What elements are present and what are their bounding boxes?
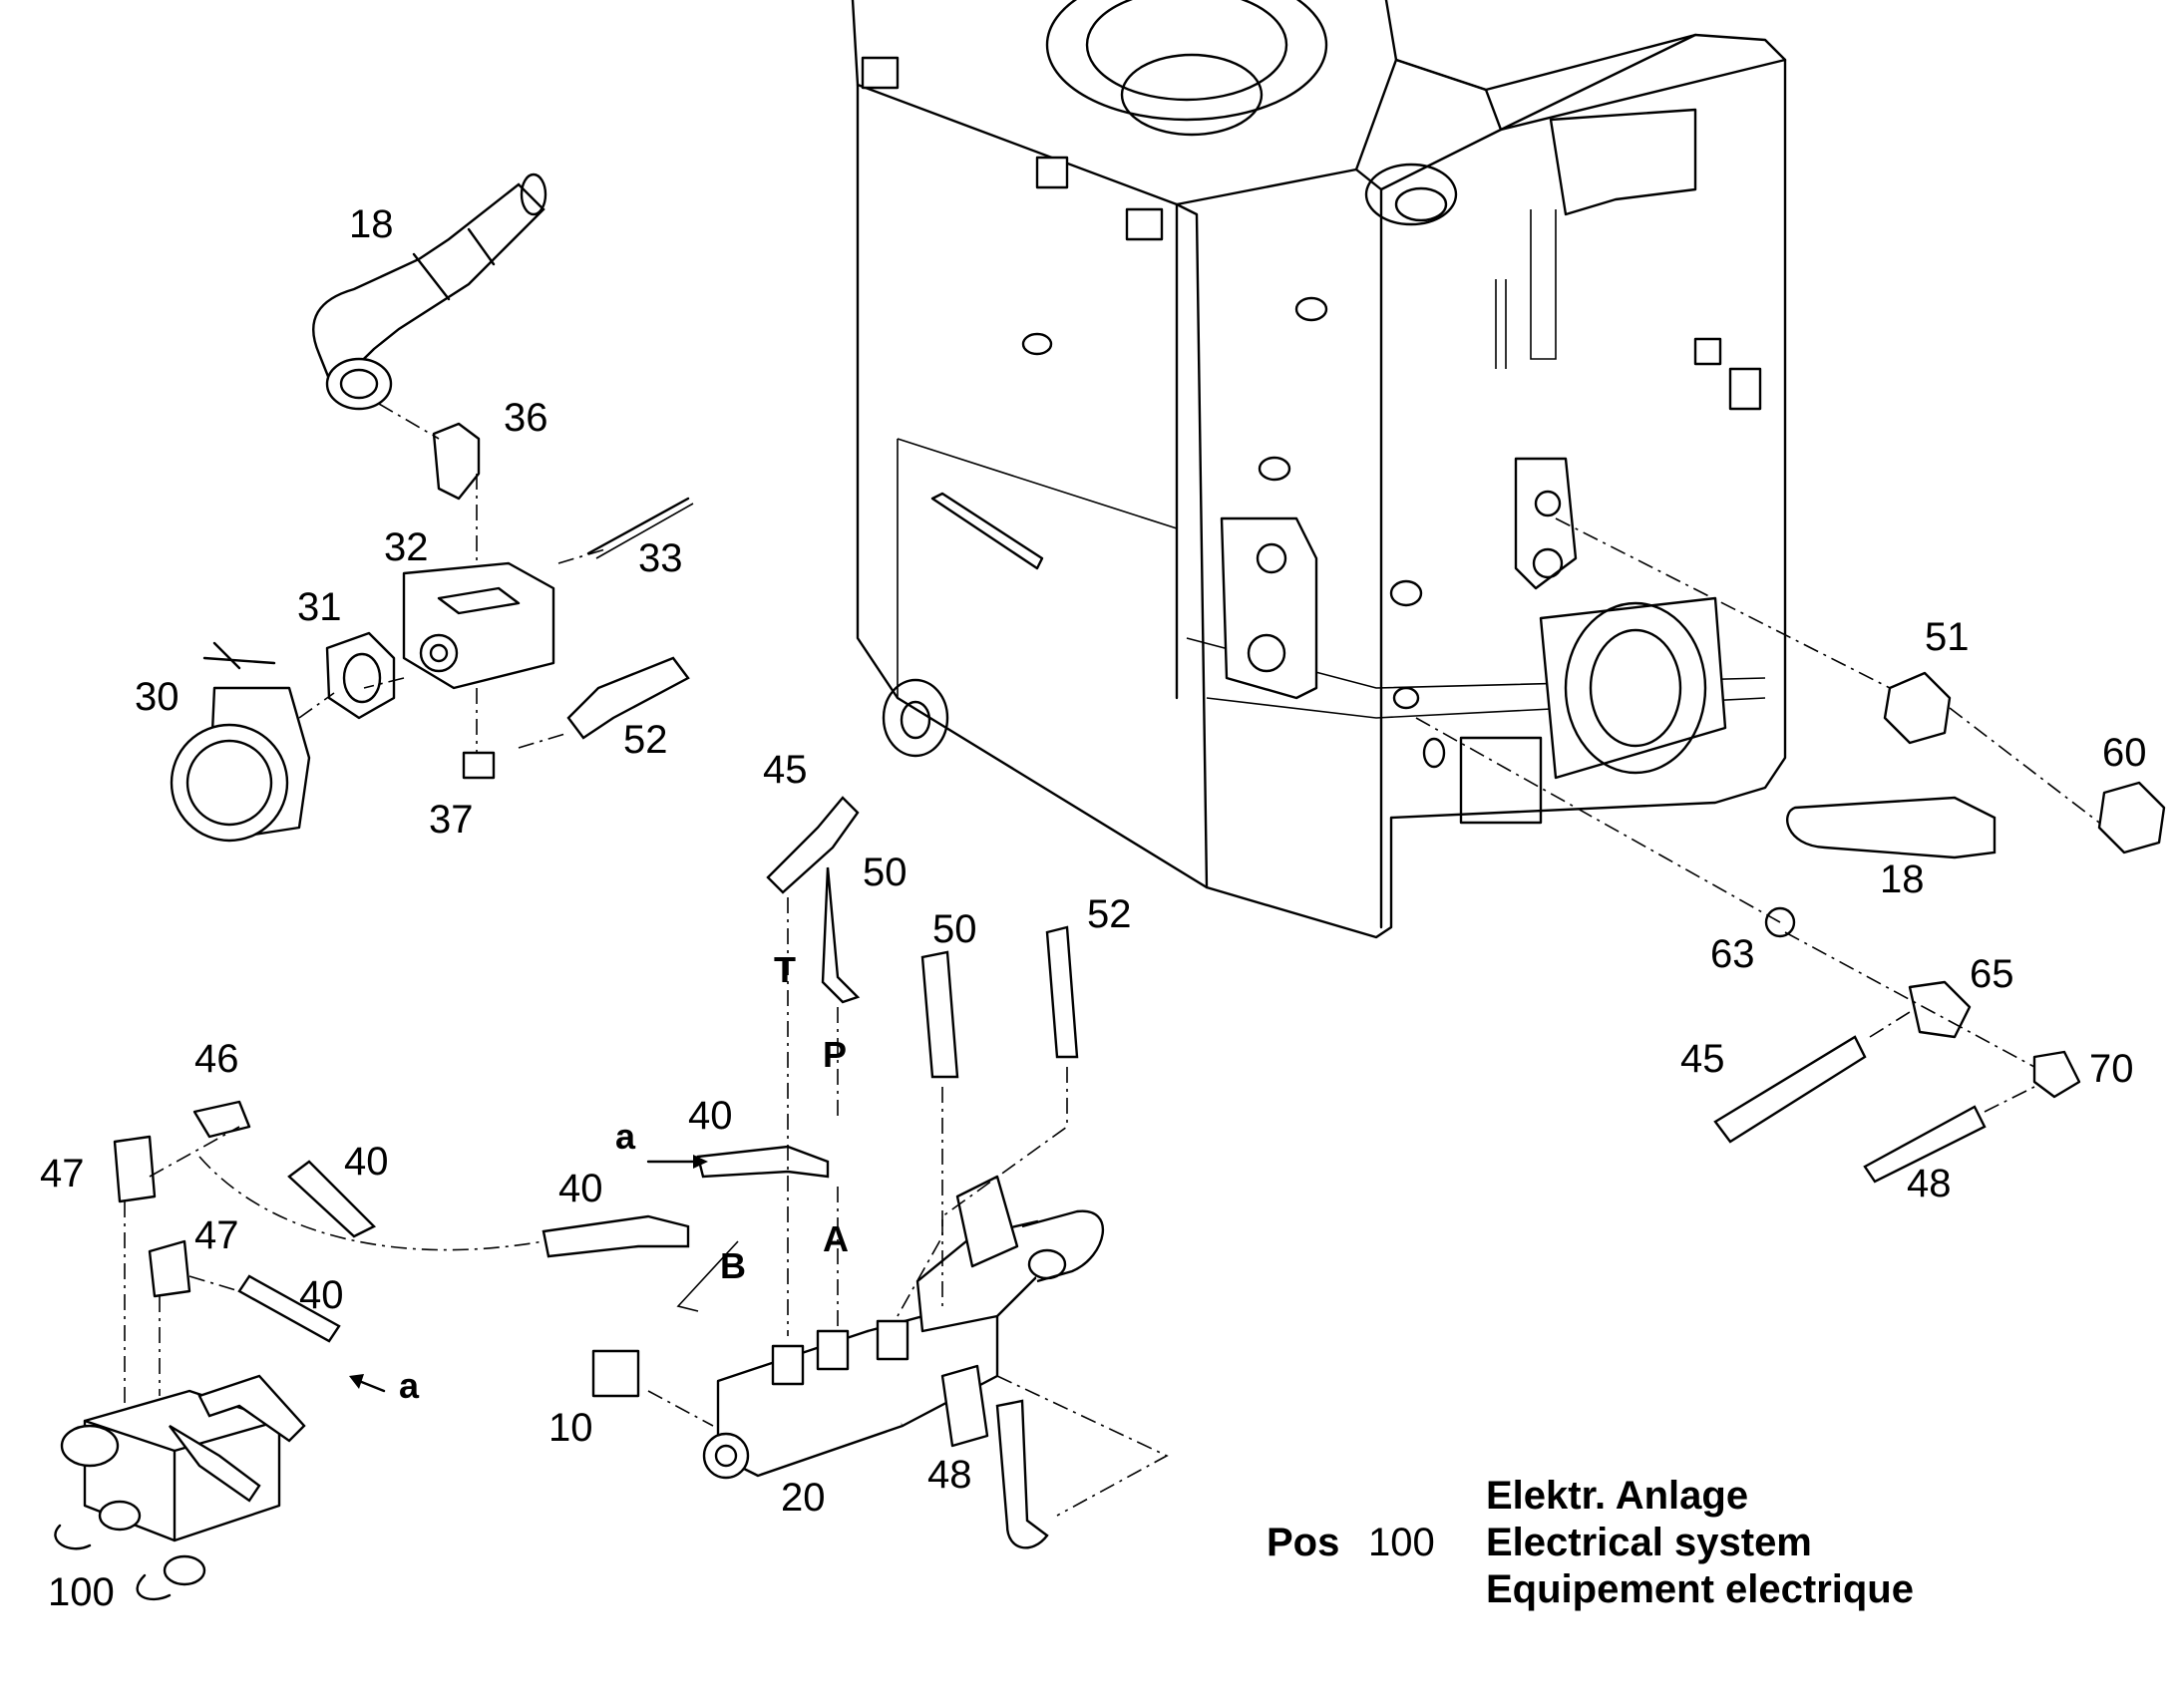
flow-arrows bbox=[349, 1155, 708, 1393]
callout-40-right-top: 40 bbox=[688, 1094, 733, 1138]
callout-52-left: 52 bbox=[623, 718, 668, 762]
callout-63: 63 bbox=[1710, 932, 1755, 976]
port-letters: T P A B a a bbox=[399, 949, 849, 1406]
callout-40-center: 40 bbox=[558, 1167, 603, 1210]
callout-48-right: 48 bbox=[1907, 1162, 1952, 1205]
callout-32: 32 bbox=[384, 525, 429, 569]
port-label-p: P bbox=[823, 1034, 847, 1075]
callout-45-right: 45 bbox=[1680, 1037, 1725, 1081]
callout-20: 20 bbox=[781, 1476, 826, 1520]
flow-label-a-lower: a bbox=[399, 1365, 420, 1406]
callout-52-center: 52 bbox=[1087, 892, 1132, 936]
legend-pos-number: 100 bbox=[1368, 1521, 1435, 1564]
callout-46: 46 bbox=[194, 1037, 239, 1081]
legend-line-en: Electrical system bbox=[1486, 1521, 1812, 1564]
callout-37: 37 bbox=[429, 798, 474, 842]
callout-31: 31 bbox=[297, 585, 342, 629]
callout-36: 36 bbox=[504, 396, 548, 440]
callout-40-left-top: 40 bbox=[344, 1140, 389, 1184]
port-label-t: T bbox=[774, 949, 796, 990]
callout-100: 100 bbox=[48, 1570, 115, 1614]
valve-block-100 bbox=[54, 1135, 306, 1601]
callout-51: 51 bbox=[1925, 615, 1970, 659]
callout-33: 33 bbox=[638, 536, 683, 580]
callout-60: 60 bbox=[2102, 731, 2147, 775]
pump-assembly bbox=[170, 172, 694, 843]
leader-lines bbox=[124, 403, 2100, 1517]
callout-numbers: 18 36 32 33 31 30 52 37 45 50 50 52 46 4… bbox=[40, 202, 2147, 1614]
callout-47-upper: 47 bbox=[40, 1152, 85, 1196]
callout-10: 10 bbox=[548, 1406, 593, 1450]
fittings-and-hoses bbox=[192, 671, 2166, 1549]
callout-50-lower: 50 bbox=[932, 907, 977, 951]
callout-45-center: 45 bbox=[763, 748, 808, 792]
port-label-a: A bbox=[823, 1218, 849, 1259]
callout-40-lower: 40 bbox=[299, 1273, 344, 1317]
legend-pos-label: Pos bbox=[1267, 1521, 1339, 1564]
callout-65: 65 bbox=[1970, 952, 2014, 996]
port-label-b: B bbox=[720, 1245, 746, 1286]
callout-50-upper: 50 bbox=[863, 851, 908, 894]
callout-30: 30 bbox=[135, 675, 180, 719]
main-housing bbox=[851, 0, 1787, 939]
callout-70: 70 bbox=[2089, 1047, 2134, 1091]
control-valve bbox=[591, 1175, 1104, 1480]
legend: Pos 100 Elektr. Anlage Electrical system… bbox=[1267, 1474, 1914, 1611]
legend-line-fr: Equipement electrique bbox=[1486, 1567, 1914, 1611]
callout-18-top: 18 bbox=[349, 202, 394, 246]
flow-label-a-upper: a bbox=[615, 1116, 636, 1157]
callout-47-lower: 47 bbox=[194, 1213, 239, 1257]
callout-18-right: 18 bbox=[1880, 857, 1925, 901]
legend-line-de: Elektr. Anlage bbox=[1486, 1474, 1748, 1518]
callout-48-center: 48 bbox=[927, 1453, 972, 1497]
